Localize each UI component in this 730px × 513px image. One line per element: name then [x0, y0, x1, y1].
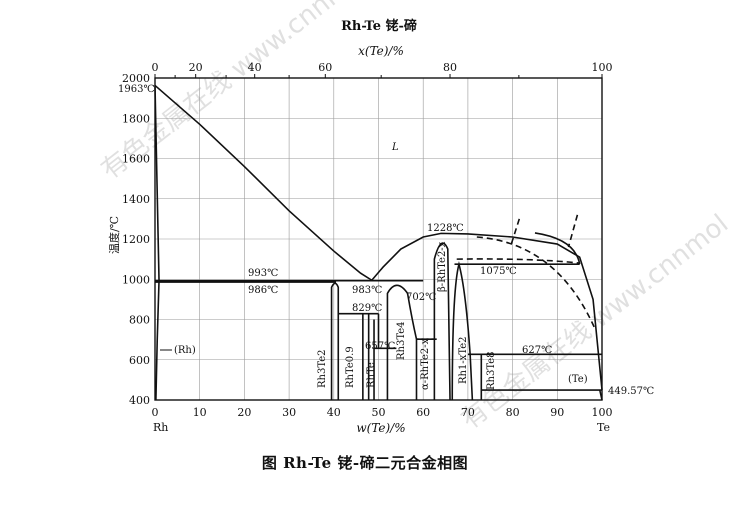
top-tick-label: 40: [248, 61, 262, 74]
dashed-boundary: [476, 236, 597, 330]
y-tick-label: 400: [129, 394, 150, 407]
figure-caption: 图 Rh-Te 铑-碲二元合金相图: [261, 454, 469, 472]
temp-label-983: 983℃: [352, 285, 382, 296]
element-right-label: Te: [597, 421, 610, 434]
dashed-boundary: [567, 214, 579, 248]
top-axis-label: x(Te)/%: [358, 44, 404, 58]
y-tick-label: 1400: [122, 193, 150, 206]
temp-label-1075: 1075℃: [480, 266, 517, 277]
x-tick-label: 0: [152, 406, 159, 419]
y-axis-label: 温度/℃: [107, 216, 121, 254]
temp-label-627: 627℃: [522, 345, 552, 356]
plot-frame: [154, 77, 603, 401]
phase-boundary: [386, 284, 418, 400]
diagram-title: Rh-Te 铑-碲: [341, 18, 417, 34]
y-tick-label: 1600: [122, 153, 150, 166]
phase-label-rh3te2: Rh3Te2: [317, 349, 328, 388]
phase-boundary: [362, 313, 370, 400]
phase-boundary: [433, 242, 451, 401]
temp-label-986: 986℃: [248, 285, 278, 296]
y-tick-label: 2000: [122, 72, 150, 85]
y-tick-label: 600: [129, 354, 150, 367]
dashed-boundary: [509, 218, 521, 248]
phase-boundaries: [154, 84, 603, 401]
dashed-boundaries: [416, 214, 597, 341]
phase-label-rh: (Rh): [174, 345, 196, 356]
x-tick-label: 70: [461, 406, 475, 419]
top-tick-label: 80: [443, 61, 457, 74]
y-tick-label: 800: [129, 314, 150, 327]
bottom-axis-label: w(Te)/%: [356, 421, 405, 435]
x-tick-label: 30: [282, 406, 296, 419]
phase-boundary: [534, 232, 581, 265]
y-tick-label: 1800: [122, 112, 150, 125]
temp-label-1963: 1963℃: [118, 84, 155, 95]
top-tick-label: 0: [152, 61, 159, 74]
temp-label-829: 829℃: [352, 303, 382, 314]
temp-label-1228: 1228℃: [427, 223, 464, 234]
phase-boundary: [330, 282, 340, 400]
x-tick-label: 60: [416, 406, 430, 419]
phase-label-rh3te4: Rh3Te4: [396, 321, 407, 360]
x-tick-label: 90: [550, 406, 564, 419]
x-tick-label: 10: [193, 406, 207, 419]
phase-boundary: [598, 389, 603, 401]
x-tick-label: 50: [372, 406, 386, 419]
dashed-boundary: [456, 258, 580, 264]
phase-label-rh1xte2: Rh1-xTe2: [458, 336, 469, 384]
compound-boundaries: [330, 232, 603, 401]
temp-label-657: 657℃: [365, 341, 395, 352]
phase-label-liquid: L: [391, 142, 399, 153]
temp-label-449: 449.57℃: [608, 386, 654, 397]
phase-label-alpha-rhte2: α-RhTe2-x: [420, 338, 431, 390]
phase-boundary: [451, 261, 474, 401]
phase-label-te: (Te): [568, 374, 588, 385]
x-tick-label: 40: [327, 406, 341, 419]
top-tick-label: 60: [318, 61, 332, 74]
liquidus-line: [154, 84, 603, 391]
invariant-lines: [155, 263, 602, 391]
x-tick-label: 80: [506, 406, 520, 419]
phase-label-rhte: RhTe: [366, 362, 377, 388]
top-tick-label: 20: [189, 61, 203, 74]
phase-label-rh3te8: Rh3Te8: [486, 351, 497, 390]
y-tick-label: 1000: [122, 273, 150, 286]
temp-label-993: 993℃: [248, 268, 278, 279]
x-tick-label: 20: [237, 406, 251, 419]
phase-label-rhte09: RhTe0.9: [345, 346, 356, 388]
x-tick-label: 100: [592, 406, 613, 419]
phase-boundary: [373, 313, 380, 400]
y-tick-label: 1200: [122, 233, 150, 246]
temp-label-702: 702℃: [406, 292, 436, 303]
phase-label-beta-rhte2: β-RhTe2-x: [437, 241, 448, 292]
top-tick-label: 100: [592, 61, 613, 74]
element-left-label: Rh: [153, 421, 168, 434]
